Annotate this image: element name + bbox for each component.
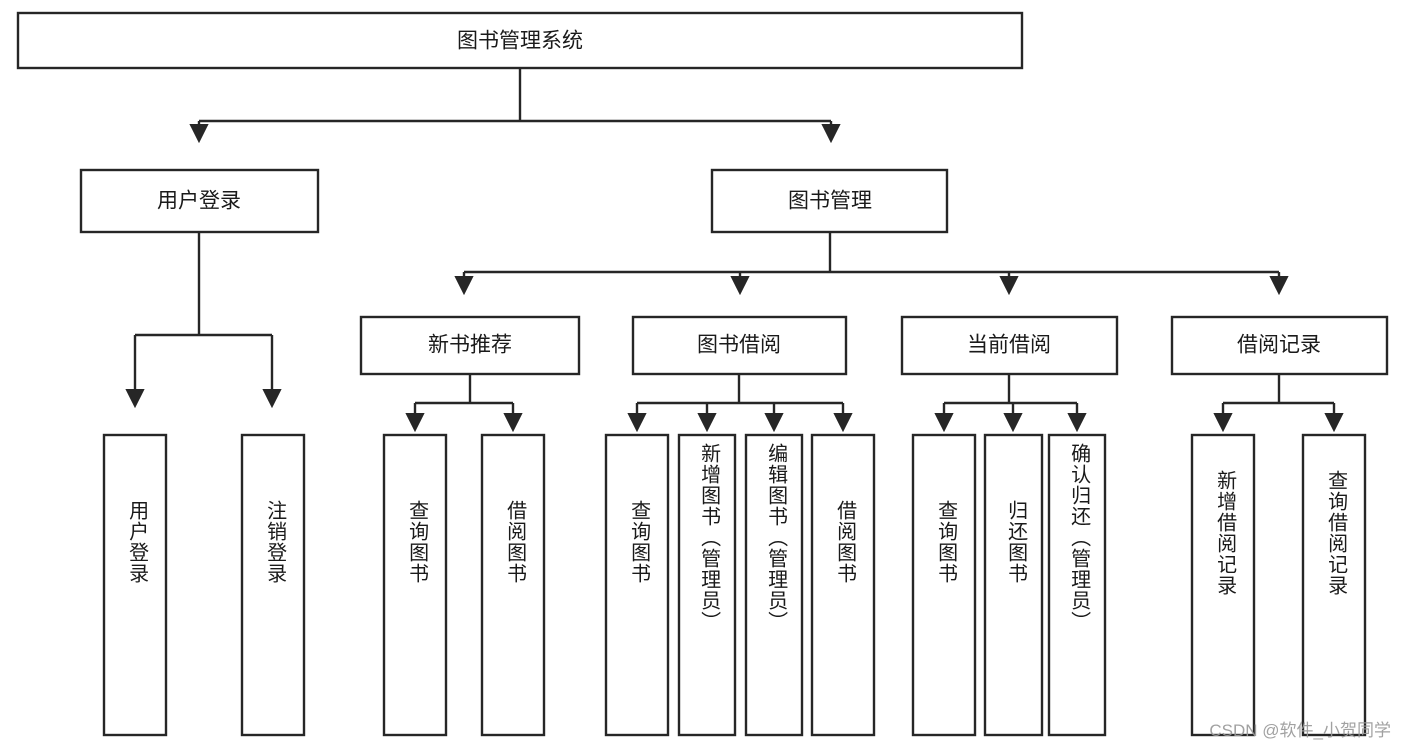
edge-book-borrow-to-leaves	[627, 374, 853, 433]
node-borrow-record[interactable]: 借阅记录	[1170, 315, 1389, 376]
node-user-login-label: 用户登录	[157, 190, 241, 213]
node-current-borrow[interactable]: 当前借阅	[900, 315, 1119, 376]
leaf-box-borrow-book-2[interactable]	[810, 433, 876, 737]
edge-root-to-level1	[189, 68, 841, 144]
edge-current-borrow-to-leaves	[934, 374, 1087, 433]
leaf-box-user-login[interactable]	[102, 433, 168, 737]
leaf-box-query-book-2[interactable]	[604, 433, 670, 737]
node-current-borrow-label: 当前借阅	[967, 334, 1051, 357]
node-new-book-rec-label: 新书推荐	[428, 334, 512, 357]
edge-borrow-record-to-leaves	[1213, 374, 1344, 433]
leaf-box-query-book-1[interactable]	[382, 433, 448, 737]
node-root-label: 图书管理系统	[457, 30, 583, 53]
leaf-box-logout[interactable]	[240, 433, 306, 737]
edge-user-login-to-leaves	[125, 232, 282, 409]
leaf-box-query-book-3[interactable]	[911, 433, 977, 737]
node-new-book-rec-box	[359, 315, 581, 376]
leaf-box-return-book[interactable]	[983, 433, 1044, 737]
node-user-login-box	[79, 168, 320, 234]
edge-book-manage-to-level2	[454, 232, 1289, 296]
csdn-watermark: CSDN @软件_小贺同学	[1209, 721, 1391, 740]
node-new-book-rec[interactable]: 新书推荐	[359, 315, 581, 376]
node-borrow-record-label: 借阅记录	[1237, 334, 1321, 357]
node-book-borrow[interactable]: 图书借阅	[631, 315, 848, 376]
node-current-borrow-box	[900, 315, 1119, 376]
node-book-manage[interactable]: 图书管理	[710, 168, 949, 234]
node-book-borrow-label: 图书借阅	[697, 334, 781, 357]
leaf-boxes	[102, 433, 1367, 737]
leaf-box-query-record[interactable]	[1301, 433, 1367, 737]
leaf-box-add-book[interactable]	[677, 433, 737, 737]
node-root-box	[16, 11, 1024, 70]
leaf-box-confirm-return[interactable]	[1047, 433, 1107, 737]
leaf-box-edit-book[interactable]	[744, 433, 804, 737]
leaf-box-borrow-book-1[interactable]	[480, 433, 546, 737]
node-root[interactable]: 图书管理系统	[16, 11, 1024, 70]
node-user-login[interactable]: 用户登录	[79, 168, 320, 234]
edge-new-book-rec-to-leaves	[405, 374, 523, 433]
leaf-box-add-record[interactable]	[1190, 433, 1256, 737]
node-book-manage-label: 图书管理	[788, 190, 872, 213]
